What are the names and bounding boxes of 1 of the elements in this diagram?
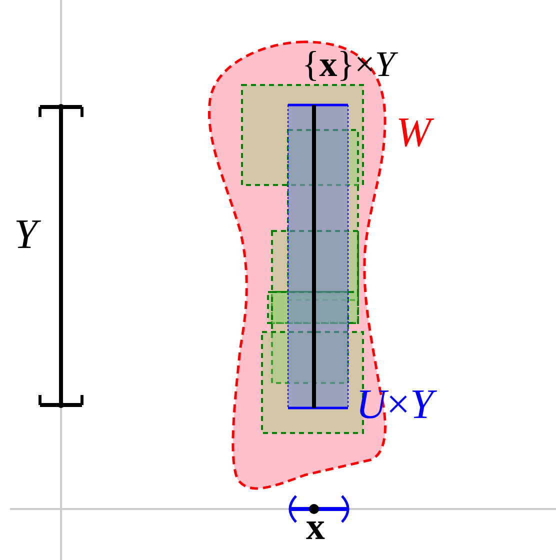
math-label: x <box>306 508 325 546</box>
